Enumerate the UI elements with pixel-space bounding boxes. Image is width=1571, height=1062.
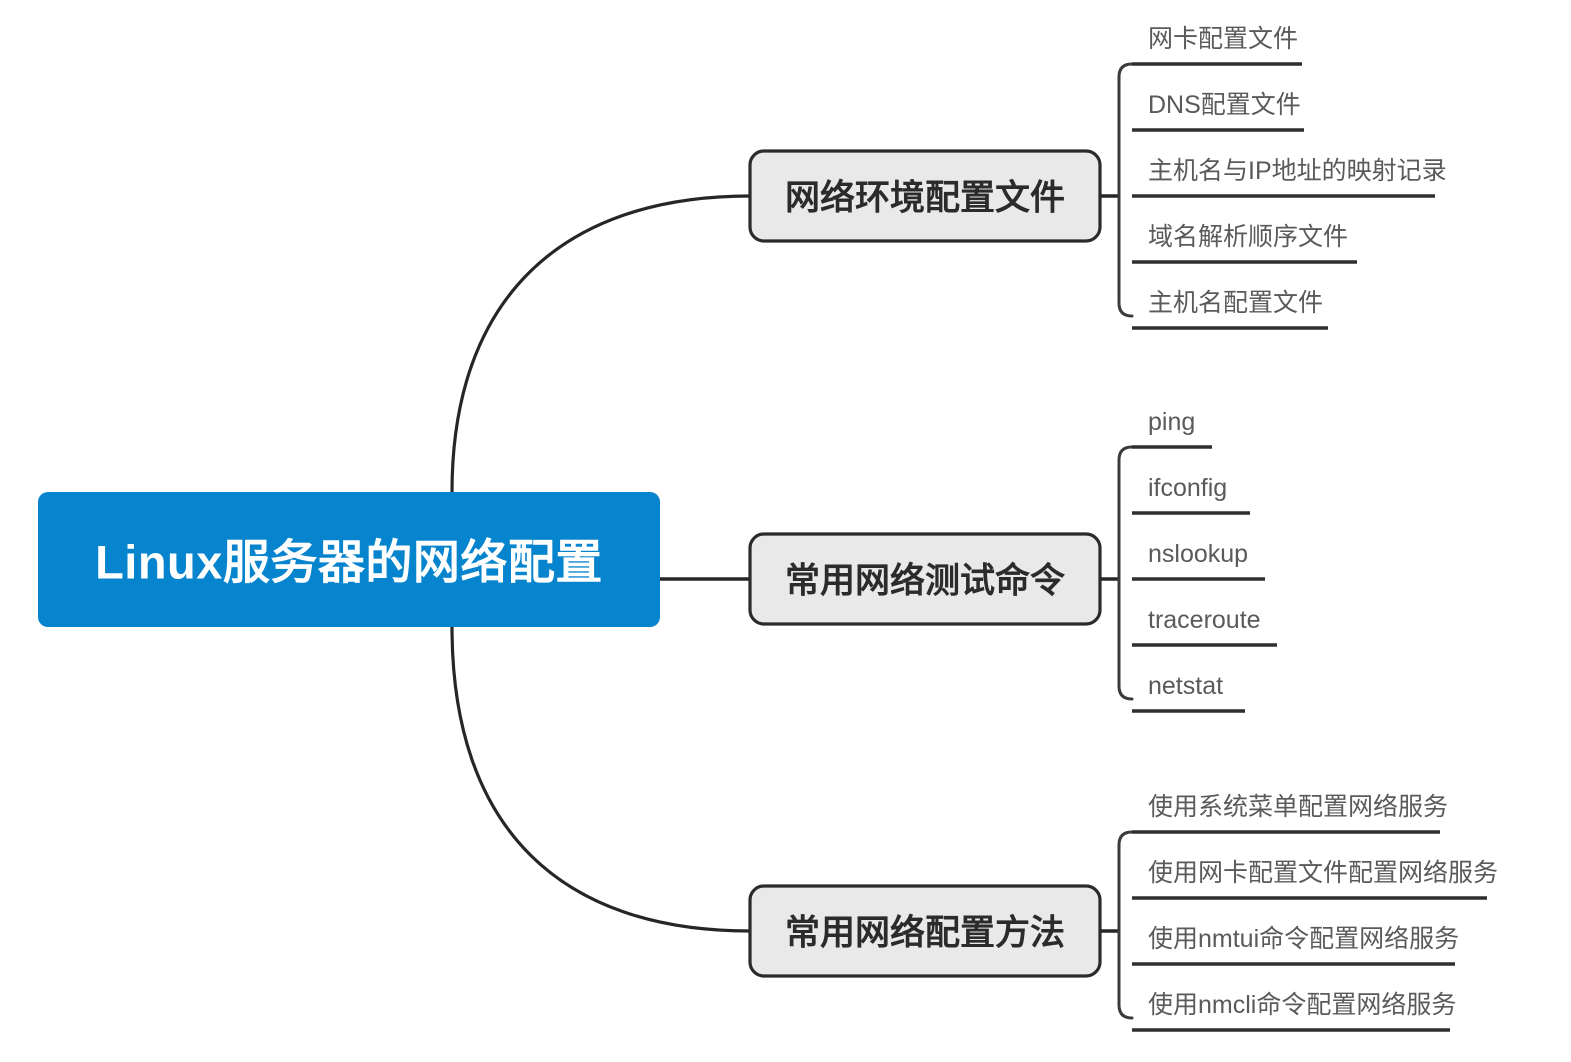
leaf-label: DNS配置文件 [1148, 91, 1301, 119]
leaf-item[interactable]: DNS配置文件 [1132, 91, 1304, 132]
leaf-label: 主机名配置文件 [1148, 289, 1323, 317]
branch-node-network-test-commands[interactable]: 常用网络测试命令 [748, 532, 1102, 626]
leaf-spine-group-3 [1117, 830, 1134, 1020]
leaf-spine-group-2 [1117, 445, 1134, 701]
leaf-group-2: ping ifconfig nslookup traceroute netsta… [1132, 408, 1277, 713]
leaf-label: ifconfig [1148, 474, 1227, 502]
leaf-label: 使用网卡配置文件配置网络服务 [1148, 859, 1498, 887]
branch-leaf-connectors [1100, 194, 1120, 933]
branch-box [748, 884, 1102, 978]
leaf-label: 使用nmcli命令配置网络服务 [1148, 991, 1456, 1019]
branch-label: 常用网络测试命令 [785, 561, 1066, 601]
connector-root-to-branch-3 [450, 625, 752, 933]
root-label: Linux服务器的网络配置 [95, 536, 603, 589]
leaf-item[interactable]: netstat [1132, 672, 1245, 713]
branch-node-network-config-methods[interactable]: 常用网络配置方法 [748, 884, 1102, 978]
branch-label: 常用网络配置方法 [785, 913, 1065, 953]
leaf-item[interactable]: 网卡配置文件 [1132, 25, 1302, 66]
leaf-group-3: 使用系统菜单配置网络服务 使用网卡配置文件配置网络服务 使用nmtui命令配置网… [1132, 793, 1498, 1032]
connector-root-to-branch-1 [450, 194, 752, 494]
leaf-item[interactable]: nslookup [1132, 540, 1265, 581]
leaf-label: 域名解析顺序文件 [1148, 223, 1348, 251]
leaf-label: traceroute [1148, 606, 1261, 634]
leaf-group-1: 网卡配置文件 DNS配置文件 主机名与IP地址的映射记录 域名解析顺序文件 主机… [1132, 25, 1447, 330]
leaf-item[interactable]: 使用网卡配置文件配置网络服务 [1132, 859, 1498, 900]
leaf-label: 使用系统菜单配置网络服务 [1148, 793, 1448, 821]
leaf-item[interactable]: ifconfig [1132, 474, 1250, 515]
leaf-item[interactable]: 使用系统菜单配置网络服务 [1132, 793, 1448, 834]
leaf-item[interactable]: ping [1132, 408, 1212, 449]
leaf-item[interactable]: 使用nmtui命令配置网络服务 [1132, 925, 1459, 966]
root-box [38, 492, 660, 627]
leaf-item[interactable]: 主机名与IP地址的映射记录 [1132, 157, 1447, 198]
branch-node-network-env-config-files[interactable]: 网络环境配置文件 [748, 149, 1102, 243]
branch-box [748, 149, 1102, 243]
leaf-label: nslookup [1148, 540, 1248, 568]
leaf-label: 主机名与IP地址的映射记录 [1148, 157, 1447, 185]
leaf-label: 网卡配置文件 [1148, 25, 1298, 53]
leaf-label: 使用nmtui命令配置网络服务 [1148, 925, 1459, 953]
leaf-spine-group-1 [1117, 62, 1134, 318]
branch-box [748, 532, 1102, 626]
root-branch-connectors [450, 194, 752, 933]
leaf-item[interactable]: traceroute [1132, 606, 1277, 647]
leaf-item[interactable]: 域名解析顺序文件 [1132, 223, 1357, 264]
leaf-label: ping [1148, 408, 1195, 436]
root-node[interactable]: Linux服务器的网络配置 [38, 492, 660, 627]
branch-label: 网络环境配置文件 [785, 178, 1065, 218]
leaf-item[interactable]: 使用nmcli命令配置网络服务 [1132, 991, 1456, 1032]
leaf-label: netstat [1148, 672, 1223, 700]
leaf-spines [1117, 62, 1134, 1020]
leaf-item[interactable]: 主机名配置文件 [1132, 289, 1328, 330]
